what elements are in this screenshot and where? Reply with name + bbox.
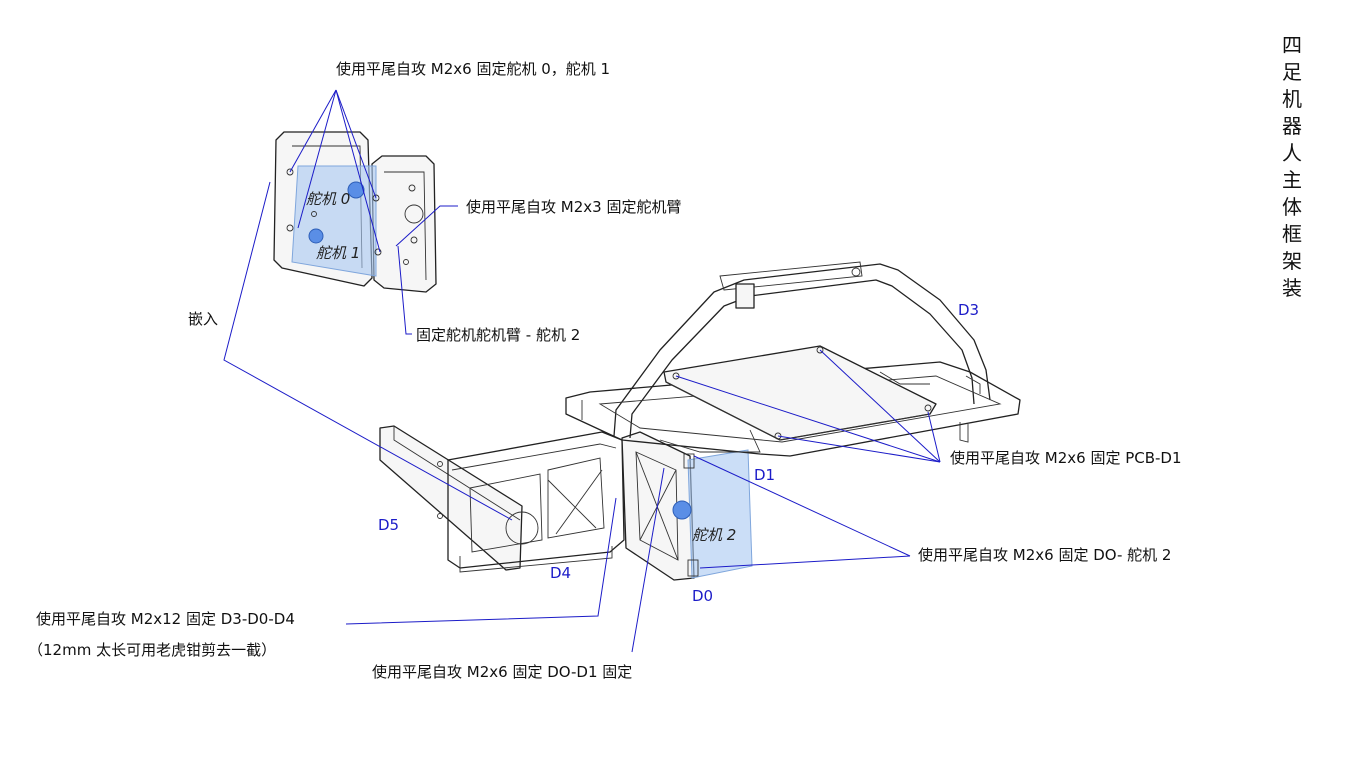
note-embed: 嵌入 — [188, 310, 218, 328]
d3-cross-bar — [719, 261, 863, 291]
leader-fix-arm-servo2 — [397, 245, 412, 335]
note-screw-servo-arm: 使用平尾自攻 M2x3 固定舵机臂 — [466, 198, 681, 216]
screw-hole — [403, 259, 409, 265]
servo-arm-bore — [404, 204, 424, 224]
part-label-d1: D1 — [754, 466, 775, 484]
part-label-d0: D0 — [692, 587, 713, 605]
part-label-d3: D3 — [958, 301, 979, 319]
note-screw-servo01: 使用平尾自攻 M2x6 固定舵机 0，舵机 1 — [336, 60, 610, 78]
screw-hole — [311, 211, 317, 217]
screw-hole — [437, 461, 443, 467]
pcb-plate-edge — [665, 381, 931, 441]
leader-screw-d3-d0-d4 — [345, 497, 617, 625]
title-char: 装 — [1282, 276, 1302, 300]
assembly-notes: 使用平尾自攻 M2x6 固定舵机 0，舵机 1 使用平尾自攻 M2x3 固定舵机… — [28, 60, 1182, 681]
leader-screw-servo01 — [289, 89, 337, 173]
pcb-mount-hole — [816, 346, 824, 354]
leader-screw-servo01 — [335, 89, 381, 253]
servo-1-label: 舵机 1 — [316, 244, 360, 262]
note-screw-pcb-d1: 使用平尾自攻 M2x6 固定 PCB-D1 — [950, 449, 1182, 467]
bracket-right-inner-edge — [384, 171, 427, 281]
d5-plate-edge — [393, 426, 521, 521]
screw-hole — [437, 513, 443, 519]
part-labels: D3 D1 D5 D4 D0 — [378, 301, 979, 605]
d3-arch-foot — [965, 375, 981, 394]
d4-frame-brace — [555, 469, 603, 535]
leader-screw-pcb-d1 — [675, 375, 941, 463]
servo-2-label: 舵机 2 — [692, 526, 736, 544]
screw-hole — [410, 236, 418, 244]
d0-mount-tab — [683, 453, 695, 469]
pcb-mount-hole — [924, 404, 932, 412]
screw-hole — [851, 267, 861, 277]
leader-screw-d0-servo2 — [693, 455, 911, 557]
title-char: 架 — [1282, 249, 1302, 273]
leader-screw-servo01 — [335, 89, 377, 199]
note-screw-d0-d1: 使用平尾自攻 M2x6 固定 DO-D1 固定 — [372, 663, 632, 681]
bracket-right-block — [371, 155, 437, 293]
title-char: 四 — [1282, 33, 1302, 57]
servo-2-highlight — [687, 449, 753, 579]
title-char: 器 — [1282, 114, 1302, 138]
screw-hole — [374, 248, 382, 256]
d4-frame-brace — [547, 479, 597, 529]
page-title: 四 足 机 器 人 主 体 框 架 装 — [1282, 33, 1302, 300]
arch-d3 — [613, 261, 991, 439]
d5-front-plate — [379, 425, 523, 571]
d4-frame-top-rail — [451, 443, 617, 471]
d4-frame-outline — [447, 431, 625, 569]
plate-d5 — [379, 425, 539, 571]
block-d0: 舵机 2 — [621, 431, 753, 581]
leader-embed — [223, 181, 513, 521]
note-fix-arm-servo2: 固定舵机舵机臂 - 舵机 2 — [416, 326, 580, 344]
d1-strut — [659, 429, 761, 453]
servo-1-horn-dot — [308, 228, 324, 244]
d1-strut — [879, 371, 930, 385]
leader-screw-servo01 — [297, 89, 337, 229]
servo-2-horn-dot — [672, 500, 692, 520]
pcb-plate — [663, 345, 937, 441]
part-label-d4: D4 — [550, 564, 571, 582]
title-char: 机 — [1282, 87, 1302, 111]
deck-d1 — [565, 345, 1021, 457]
screw-hole — [286, 168, 294, 176]
leader-screw-pcb-d1 — [927, 411, 941, 463]
leader-screw-d0-servo2 — [699, 555, 911, 569]
d3-arch-outer — [613, 263, 991, 437]
leader-screw-d0-d1 — [631, 467, 665, 653]
note-screw-d3-d0-d4: 使用平尾自攻 M2x12 固定 D3-D0-D4 — [36, 610, 295, 628]
title-char: 人 — [1282, 141, 1302, 165]
title-char: 框 — [1282, 222, 1302, 246]
leader-screw-servo-arm — [395, 205, 458, 247]
embed-slot — [505, 511, 539, 545]
note-screw-d3-d0-d4-hint: （12mm 太长可用老虎钳剪去一截） — [28, 641, 276, 659]
pcb-mount-hole — [672, 372, 680, 380]
d1-post — [959, 422, 969, 443]
servo-0-label: 舵机 0 — [306, 190, 350, 208]
d0-mount-tab — [687, 559, 699, 577]
frame-d4 — [447, 431, 625, 573]
leader-screw-pcb-d1 — [819, 349, 941, 463]
title-char: 主 — [1282, 168, 1302, 192]
title-char: 体 — [1282, 195, 1302, 219]
leader-screw-pcb-d1 — [777, 435, 941, 463]
d4-frame-web — [547, 457, 605, 539]
screw-hole — [408, 184, 416, 192]
d3-clamp — [735, 283, 755, 309]
servo-bracket: 舵机 0 舵机 1 — [273, 131, 437, 293]
d4-lower-flange — [459, 546, 613, 573]
servo-0-horn-dot — [347, 181, 365, 199]
screw-hole — [286, 224, 294, 232]
d3-arch-inner — [629, 279, 975, 439]
d4-frame-web — [469, 473, 543, 553]
leader-lines — [223, 89, 941, 653]
part-label-d5: D5 — [378, 516, 399, 534]
title-char: 足 — [1282, 60, 1302, 84]
note-screw-d0-servo2: 使用平尾自攻 M2x6 固定 DO- 舵机 2 — [918, 546, 1171, 564]
screw-hole — [372, 194, 380, 202]
